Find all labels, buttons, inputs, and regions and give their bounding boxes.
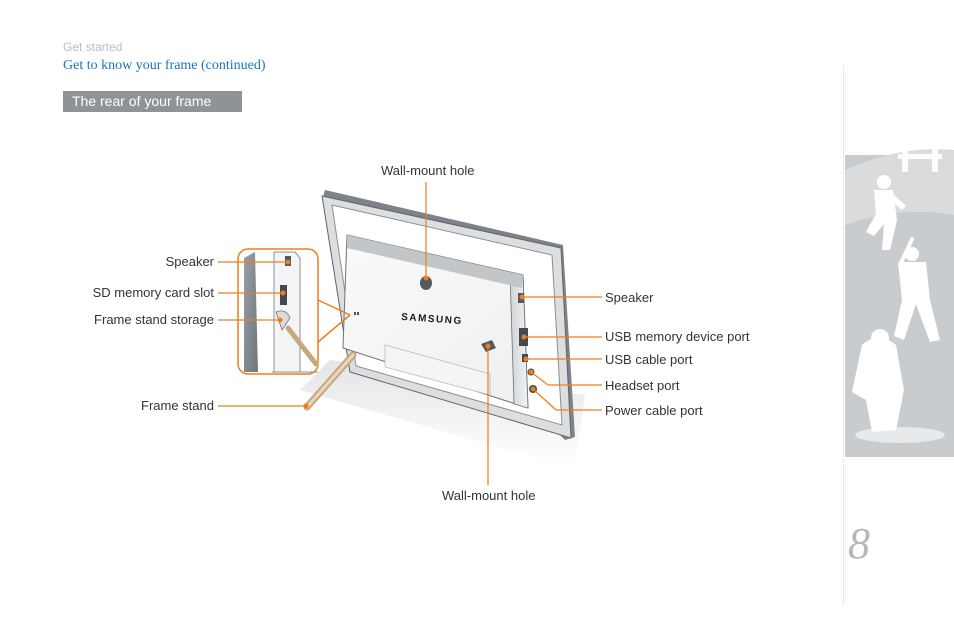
sidebar-divider [843, 65, 844, 605]
label-usb-memory-port: USB memory device port [605, 329, 750, 344]
label-headset-port: Headset port [605, 378, 680, 393]
label-wall-mount-hole-bottom: Wall-mount hole [442, 488, 536, 503]
sidebar-baseball-image [845, 140, 954, 457]
label-speaker-right: Speaker [605, 290, 654, 305]
label-power-cable-port: Power cable port [605, 403, 703, 418]
label-sd-card-slot: SD memory card slot [92, 285, 214, 300]
callout-lines [218, 182, 602, 485]
label-wall-mount-hole-top: Wall-mount hole [381, 163, 475, 178]
brand-logo: SAMSUNG [401, 312, 463, 327]
label-usb-cable-port: USB cable port [605, 352, 693, 367]
page-subtitle: Get to know your frame (continued) [63, 58, 266, 73]
section-heading: The rear of your frame [63, 91, 242, 112]
label-speaker-left: Speaker [165, 254, 214, 269]
label-frame-stand-storage: Frame stand storage [94, 312, 214, 327]
label-frame-stand: Frame stand [141, 398, 214, 413]
breadcrumb: Get started [63, 40, 123, 54]
page-number: 8 [848, 519, 870, 568]
callout-dots [277, 259, 536, 409]
wall-mount-hole-top [420, 276, 432, 290]
side-view-inset [237, 248, 319, 375]
